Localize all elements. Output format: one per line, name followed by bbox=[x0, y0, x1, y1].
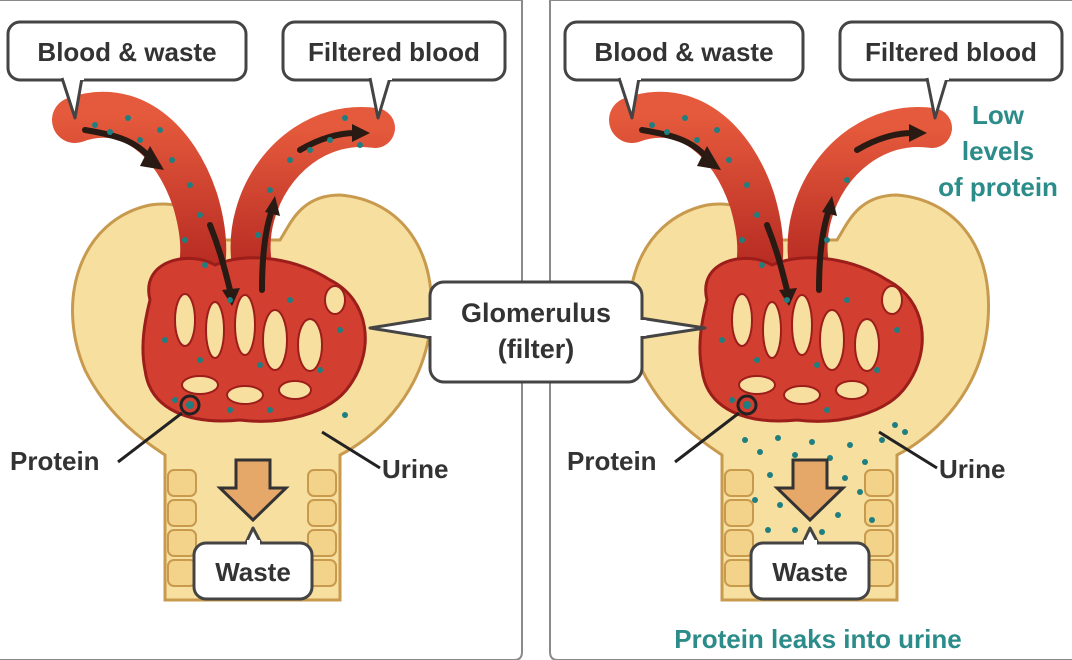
right-nephron bbox=[609, 91, 990, 602]
low-levels-line-2: levels bbox=[962, 136, 1034, 166]
protein-dot-icon bbox=[649, 115, 908, 555]
right-urine-leader bbox=[878, 430, 938, 470]
right-protein-leader bbox=[674, 411, 740, 464]
left-tubule-cells bbox=[167, 469, 337, 587]
left-filtered-blood-label: Filtered blood bbox=[308, 37, 480, 67]
right-urine-label: Urine bbox=[939, 454, 1005, 484]
left-callout-blood-waste: Blood & waste bbox=[6, 20, 248, 120]
glomerulus-callout: Glomerulus (filter) bbox=[368, 280, 707, 384]
right-callout-waste: Waste bbox=[749, 526, 871, 601]
right-filtered-blood-label: Filtered blood bbox=[865, 37, 1037, 67]
left-protein-dot bbox=[186, 401, 194, 409]
protein-leaks-caption: Protein leaks into urine bbox=[674, 624, 962, 654]
right-protein-dot bbox=[743, 401, 751, 409]
flow-arrow-icon bbox=[639, 127, 915, 293]
left-protein-label: Protein bbox=[10, 446, 100, 476]
down-arrow-icon bbox=[216, 458, 290, 523]
glomerulus-sub-label: (filter) bbox=[498, 334, 575, 364]
right-waste-label: Waste bbox=[772, 557, 848, 587]
left-callout-filtered-blood: Filtered blood bbox=[281, 20, 507, 120]
low-levels-line-1: Low bbox=[972, 100, 1025, 130]
right-protein-label: Protein bbox=[567, 446, 657, 476]
left-nephron bbox=[52, 91, 433, 602]
glomerulus-label: Glomerulus bbox=[461, 298, 611, 328]
left-urine-label: Urine bbox=[382, 454, 448, 484]
left-callout-waste: Waste bbox=[192, 526, 314, 601]
left-urine-leader bbox=[321, 430, 381, 470]
protein-dot-icon bbox=[92, 115, 363, 418]
flow-arrowheads bbox=[140, 124, 370, 306]
right-capillary-gaps bbox=[731, 285, 903, 405]
right-callout-filtered-blood: Filtered blood bbox=[838, 20, 1064, 120]
right-blood-waste-label: Blood & waste bbox=[594, 37, 773, 67]
flow-arrow-icon bbox=[82, 127, 358, 293]
left-blood-waste-label: Blood & waste bbox=[37, 37, 216, 67]
left-protein-highlight bbox=[179, 394, 201, 416]
left-protein-leader bbox=[117, 411, 183, 464]
left-waste-label: Waste bbox=[215, 557, 291, 587]
low-levels-line-3: of protein bbox=[938, 172, 1058, 202]
flow-arrowheads bbox=[697, 124, 927, 306]
left-capillary-gaps bbox=[174, 285, 346, 405]
right-callout-blood-waste: Blood & waste bbox=[563, 20, 805, 120]
right-protein-highlight bbox=[736, 394, 758, 416]
down-arrow-icon bbox=[773, 458, 847, 523]
